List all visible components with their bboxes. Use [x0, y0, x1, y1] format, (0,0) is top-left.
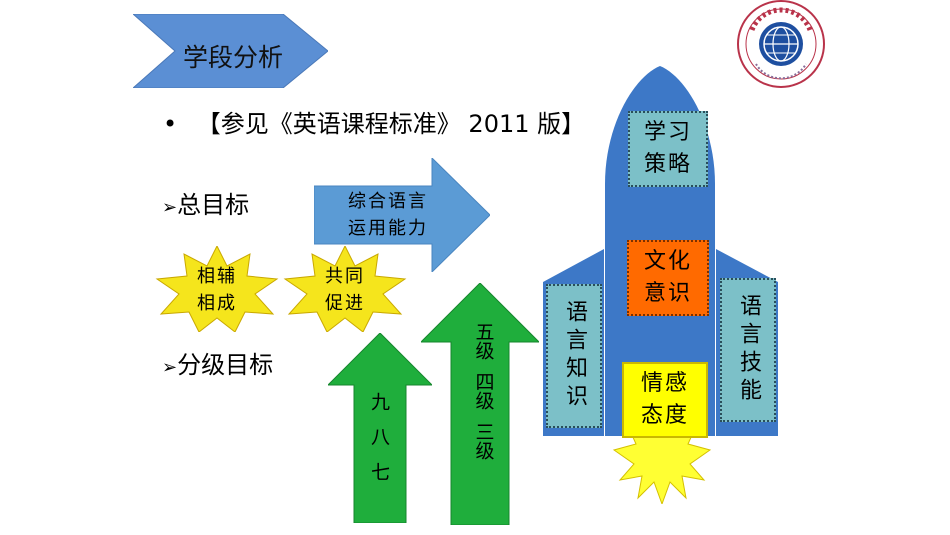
school-logo: [734, 0, 828, 94]
bullet-marker: •: [163, 110, 178, 138]
levels-543-labels: 五级 四级 三级: [468, 322, 498, 460]
comprehensive-ability-arrow: [314, 158, 490, 272]
overall-goal-label: 总目标: [177, 191, 250, 219]
star-complementary-label: 相辅相成: [175, 262, 259, 318]
arrow-line-2: 运用能力: [348, 218, 428, 239]
star-complementary: [155, 246, 280, 332]
arrow-line-1: 综合语言: [348, 191, 428, 212]
strategy-line-2: 策略: [643, 152, 692, 177]
arrow-marker-icon: ➢: [162, 357, 178, 378]
learning-strategy-box: 学习策略: [628, 111, 708, 187]
language-skills-label: 语言技能: [736, 294, 761, 406]
language-knowledge-box: 语言知识: [546, 284, 602, 428]
level-three-label: 三级: [472, 422, 495, 460]
strategy-line-1: 学习: [643, 120, 692, 145]
star-mutual-promotion-label: 共同促进: [303, 262, 387, 318]
language-skills-box: 语言技能: [720, 278, 776, 422]
star-1-line-2: 相成: [197, 293, 237, 314]
level-five-label: 五级: [472, 322, 495, 360]
star-mutual-promotion: [283, 246, 408, 332]
emotional-attitude-box: 情感态度: [622, 362, 708, 438]
language-knowledge-label: 语言知识: [562, 300, 587, 412]
levels-789-label: 九八七: [368, 392, 390, 497]
culture-line-2: 意识: [643, 281, 692, 306]
star-2-line-1: 共同: [325, 266, 365, 287]
culture-line-1: 文化: [643, 249, 692, 274]
graded-goal-item: ➢分级目标: [162, 345, 273, 380]
standard-reference-text: 【参见《英语课程标准》 2011 版】: [196, 110, 586, 138]
cultural-awareness-box: 文化意识: [627, 240, 709, 316]
level-four-label: 四级: [472, 372, 495, 410]
comprehensive-ability-label: 综合语言运用能力: [318, 186, 458, 244]
arrow-marker-icon: ➢: [162, 197, 178, 218]
page-title: 学段分析: [183, 43, 284, 72]
attitude-line-2: 态度: [640, 403, 689, 428]
green-arrow-levels-789: [328, 333, 432, 523]
star-1-line-1: 相辅: [197, 266, 237, 287]
graded-goal-label: 分级目标: [177, 351, 274, 379]
rocket-flame: [612, 420, 712, 504]
attitude-line-1: 情感: [640, 371, 689, 396]
star-2-line-2: 促进: [325, 293, 365, 314]
standard-reference: • 【参见《英语课程标准》 2011 版】: [163, 104, 585, 139]
title-chevron: [133, 14, 328, 88]
overall-goal-item: ➢总目标: [162, 185, 249, 220]
green-arrow-levels-543: [421, 283, 539, 525]
